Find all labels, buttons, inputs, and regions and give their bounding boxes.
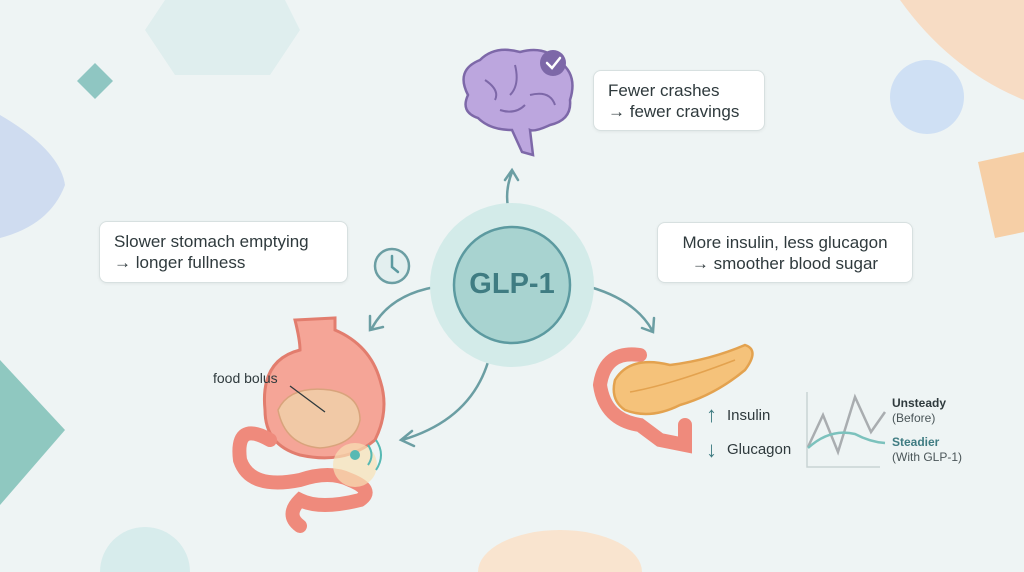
arrow-to-stomach	[368, 285, 437, 332]
unsteady-line	[806, 393, 887, 456]
arrow-to-pancreas	[588, 285, 656, 334]
pancreas-callout: More insulin, less glucagon → smoother b…	[657, 222, 913, 283]
stomach-callout: Slower stomach emptying → longer fullnes…	[99, 221, 348, 283]
insulin-arrow-icon: ↑	[706, 402, 717, 427]
glucagon-arrow-icon: ↓	[706, 437, 717, 462]
bg-hexagon	[145, 0, 300, 75]
insulin-label: Insulin	[727, 407, 771, 424]
pancreas-icon	[592, 343, 754, 454]
stomach-callout-line2: → longer fullness	[114, 253, 246, 272]
brain-icon	[462, 48, 574, 157]
bg-shape-topright	[900, 0, 1024, 100]
bg-diamond-left	[0, 360, 65, 505]
legend-steadier-sub: (With GLP-1)	[892, 450, 963, 464]
pancreas-callout-line1: More insulin, less glucagon	[682, 233, 888, 252]
arrow-to-intestine	[398, 360, 490, 448]
pancreas-callout-line2: → smoother blood sugar	[691, 254, 879, 273]
bg-square-orange	[978, 152, 1024, 238]
brain-callout-line2: → fewer cravings	[608, 102, 740, 121]
bg-semicircle-bottom	[478, 530, 642, 572]
arrow-to-brain	[503, 167, 520, 209]
glp1-label: GLP-1	[469, 268, 555, 300]
check-badge-icon	[540, 50, 566, 76]
stomach-icon	[232, 316, 386, 533]
glp1-circle	[452, 225, 572, 345]
steadier-line	[807, 431, 886, 449]
legend-unsteady: Unsteady	[892, 396, 947, 410]
clock-icon	[373, 247, 411, 285]
chart-axes	[806, 392, 880, 468]
brain-callout-line1: Fewer crashes	[608, 81, 720, 100]
legend-unsteady-sub: (Before)	[892, 411, 936, 425]
bg-circle-blue	[890, 60, 964, 134]
stomach-callout-line1: Slower stomach emptying	[114, 232, 309, 251]
legend-steadier: Steadier	[892, 435, 940, 449]
glucagon-label: Glucagon	[727, 441, 792, 458]
bg-blob-left	[0, 115, 65, 238]
blood-sugar-chart	[806, 392, 887, 468]
bg-diamond-small	[77, 63, 113, 99]
brain-callout: Fewer crashes → fewer cravings	[593, 70, 765, 131]
bg-circle-bottom	[100, 527, 190, 572]
food-bolus-label: food bolus	[213, 370, 278, 386]
